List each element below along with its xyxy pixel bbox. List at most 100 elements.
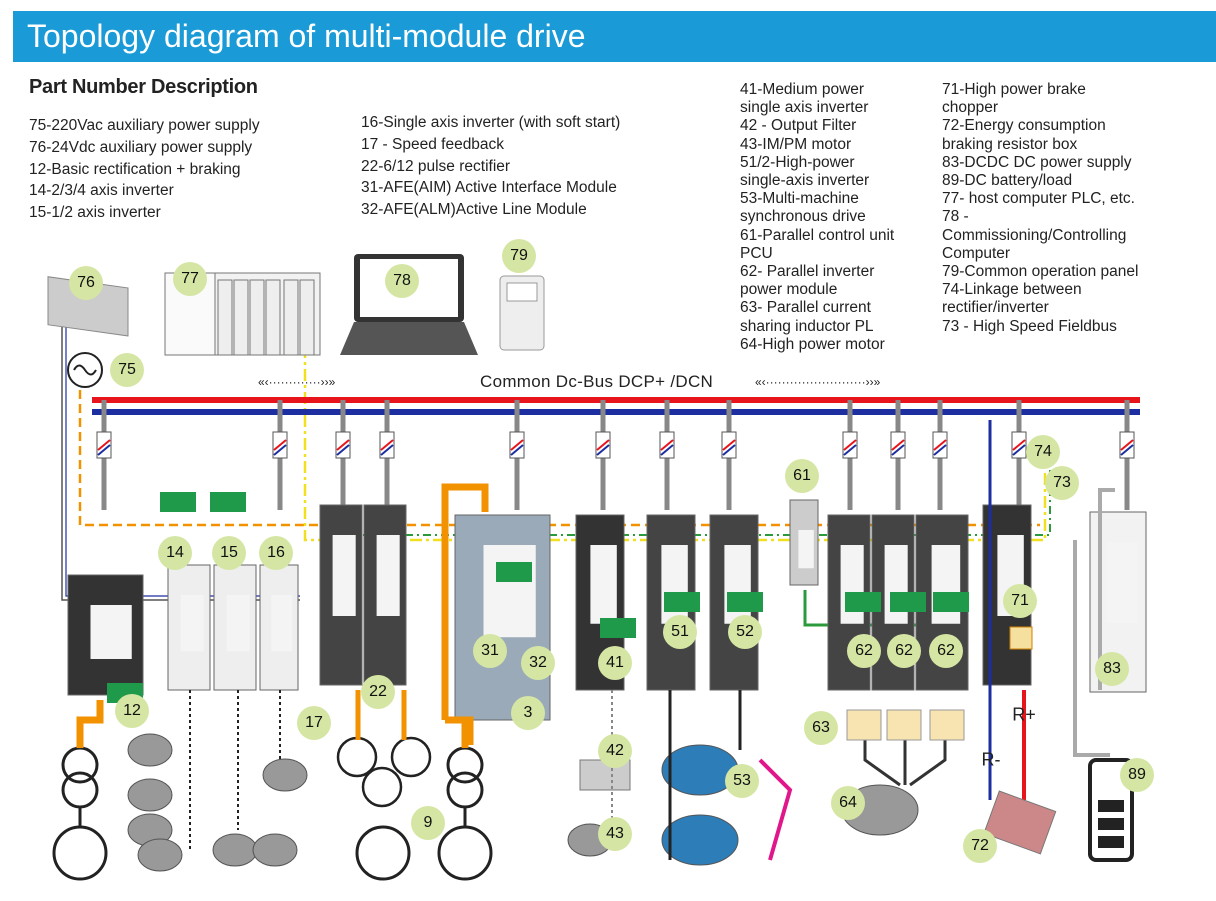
module-front-panel — [271, 595, 293, 652]
part-number-badge: 75 — [110, 353, 144, 387]
module-symbol-icon — [890, 592, 926, 612]
legend-item: 51/2-High-power — [740, 153, 855, 171]
legend-item: rectifier/inverter — [942, 299, 1049, 317]
module-front-panel — [226, 595, 250, 652]
module-front-panel — [483, 545, 536, 638]
module-front-panel — [1106, 542, 1138, 623]
legend-item: 76-24Vdc auxiliary power supply — [29, 138, 253, 156]
legend-item: 63- Parallel current — [740, 299, 871, 317]
part-number-badge: 32 — [521, 646, 555, 680]
legend-item: 53-Multi-machine — [740, 190, 859, 208]
part-number-badge: 64 — [831, 786, 865, 820]
legend-item: 32-AFE(ALM)Active Line Module — [361, 201, 587, 219]
module-front-panel — [90, 605, 132, 659]
dc-bus-label: Common Dc-Bus DCP+ /DCN — [480, 372, 714, 391]
legend-item: 72-Energy consumption — [942, 117, 1106, 135]
part-number-badge: 9 — [411, 806, 445, 840]
module-front-panel — [798, 530, 814, 569]
title-banner: Topology diagram of multi-module drive — [13, 11, 1216, 62]
part-number-badge: 52 — [728, 615, 762, 649]
part-number-badge: 63 — [804, 711, 838, 745]
grid-source-icon — [437, 825, 493, 881]
legend-item: 22-6/12 pulse rectifier — [361, 157, 511, 175]
motor — [262, 758, 308, 792]
legend-item: 42 - Output Filter — [740, 117, 857, 135]
part-number-badge: 12 — [115, 694, 149, 728]
transformer-winding-icon — [361, 766, 403, 808]
part-number-badge: 78 — [385, 264, 419, 298]
part-number-badge: 15 — [212, 536, 246, 570]
grid-source-icon — [355, 825, 411, 881]
bus-drops — [96, 400, 1135, 510]
legend-item: 62- Parallel inverter — [740, 263, 875, 281]
legend-item: 12-Basic rectification + braking — [29, 160, 241, 178]
legend-item: Computer — [942, 244, 1011, 262]
part-number-badge: 16 — [259, 536, 293, 570]
legend-item: Commissioning/Controlling — [942, 226, 1127, 244]
legend-item: 77- host computer PLC, etc. — [942, 190, 1135, 208]
part-number-badge: 72 — [963, 829, 997, 863]
inductor — [929, 709, 965, 741]
part-number-badge: 22 — [361, 675, 395, 709]
legend-item: 31-AFE(AIM) Active Interface Module — [361, 179, 617, 197]
legend-item: PCU — [740, 244, 773, 262]
motor — [127, 733, 173, 767]
legend-item: single-axis inverter — [740, 172, 870, 190]
legend-item: 89-DC battery/load — [942, 172, 1073, 190]
braking-resistor — [983, 790, 1057, 855]
motor — [252, 833, 298, 867]
part-number-badge: 76 — [69, 266, 103, 300]
part-number-badge: 62 — [847, 634, 881, 668]
part-number-badge: 42 — [598, 734, 632, 768]
legend-col-2: 16-Single axis inverter (with soft start… — [361, 112, 620, 221]
brake-chopper-icon — [1009, 626, 1033, 650]
module-front-panel — [180, 595, 204, 652]
part-number-badge: 62 — [929, 634, 963, 668]
bus-arrows: «‹·············››» «‹···················… — [258, 375, 881, 389]
legend-item: chopper — [942, 99, 999, 117]
part-number-badge: 43 — [598, 817, 632, 851]
legend-item: 64-High power motor — [740, 335, 885, 353]
legend-item: 78 - — [942, 208, 969, 226]
module-front-panel — [376, 535, 400, 616]
part-number-badge: 74 — [1026, 435, 1060, 469]
transformer-winding-icon — [336, 736, 378, 778]
legend-item: 79-Common operation panel — [942, 263, 1139, 281]
legend-item: 75-220Vac auxiliary power supply — [29, 117, 260, 134]
legend-col-1: 75-220Vac auxiliary power supply 76-24Vdc… — [29, 115, 260, 224]
part-number-badge: 61 — [785, 459, 819, 493]
part-number-badge: 79 — [502, 239, 536, 273]
module-symbol-icon — [600, 618, 636, 638]
inductor — [846, 709, 882, 741]
part-number-badge: 73 — [1045, 466, 1079, 500]
legend-item: 14-2/3/4 axis inverter — [29, 182, 174, 200]
svg-text:«‹·············››»: «‹·············››» — [258, 375, 336, 389]
legend-item: 61-Parallel control unit — [740, 226, 895, 244]
part-number-badge: 31 — [473, 634, 507, 668]
legend-item: braking resistor box — [942, 135, 1078, 153]
part-number-badge: 53 — [725, 764, 759, 798]
module-symbol-icon — [933, 592, 969, 612]
part-number-badge: 77 — [173, 262, 207, 296]
legend-item: 16-Single axis inverter (with soft start… — [361, 114, 621, 131]
motor — [137, 838, 183, 872]
motor — [661, 814, 739, 866]
part-number-badge: 62 — [887, 634, 921, 668]
part-number-badge: 14 — [158, 536, 192, 570]
part-number-badge: 51 — [663, 615, 697, 649]
part-number-badge: 89 — [1120, 758, 1154, 792]
part-number-badge: 3 — [511, 696, 545, 730]
legend-item: power module — [740, 281, 838, 299]
r-plus-label: R+ — [1012, 704, 1036, 725]
legend-item: 15-1/2 axis inverter — [29, 204, 161, 222]
module-symbol-icon — [845, 592, 881, 612]
module-symbol-icon — [210, 492, 246, 512]
part-number-heading: Part Number Description — [29, 76, 258, 98]
part-number-badge: 71 — [1003, 584, 1037, 618]
module-front-panel — [590, 545, 617, 624]
motor — [212, 833, 258, 867]
legend-item: 71-High power brake — [942, 81, 1086, 98]
transformer-winding-icon — [390, 736, 432, 778]
